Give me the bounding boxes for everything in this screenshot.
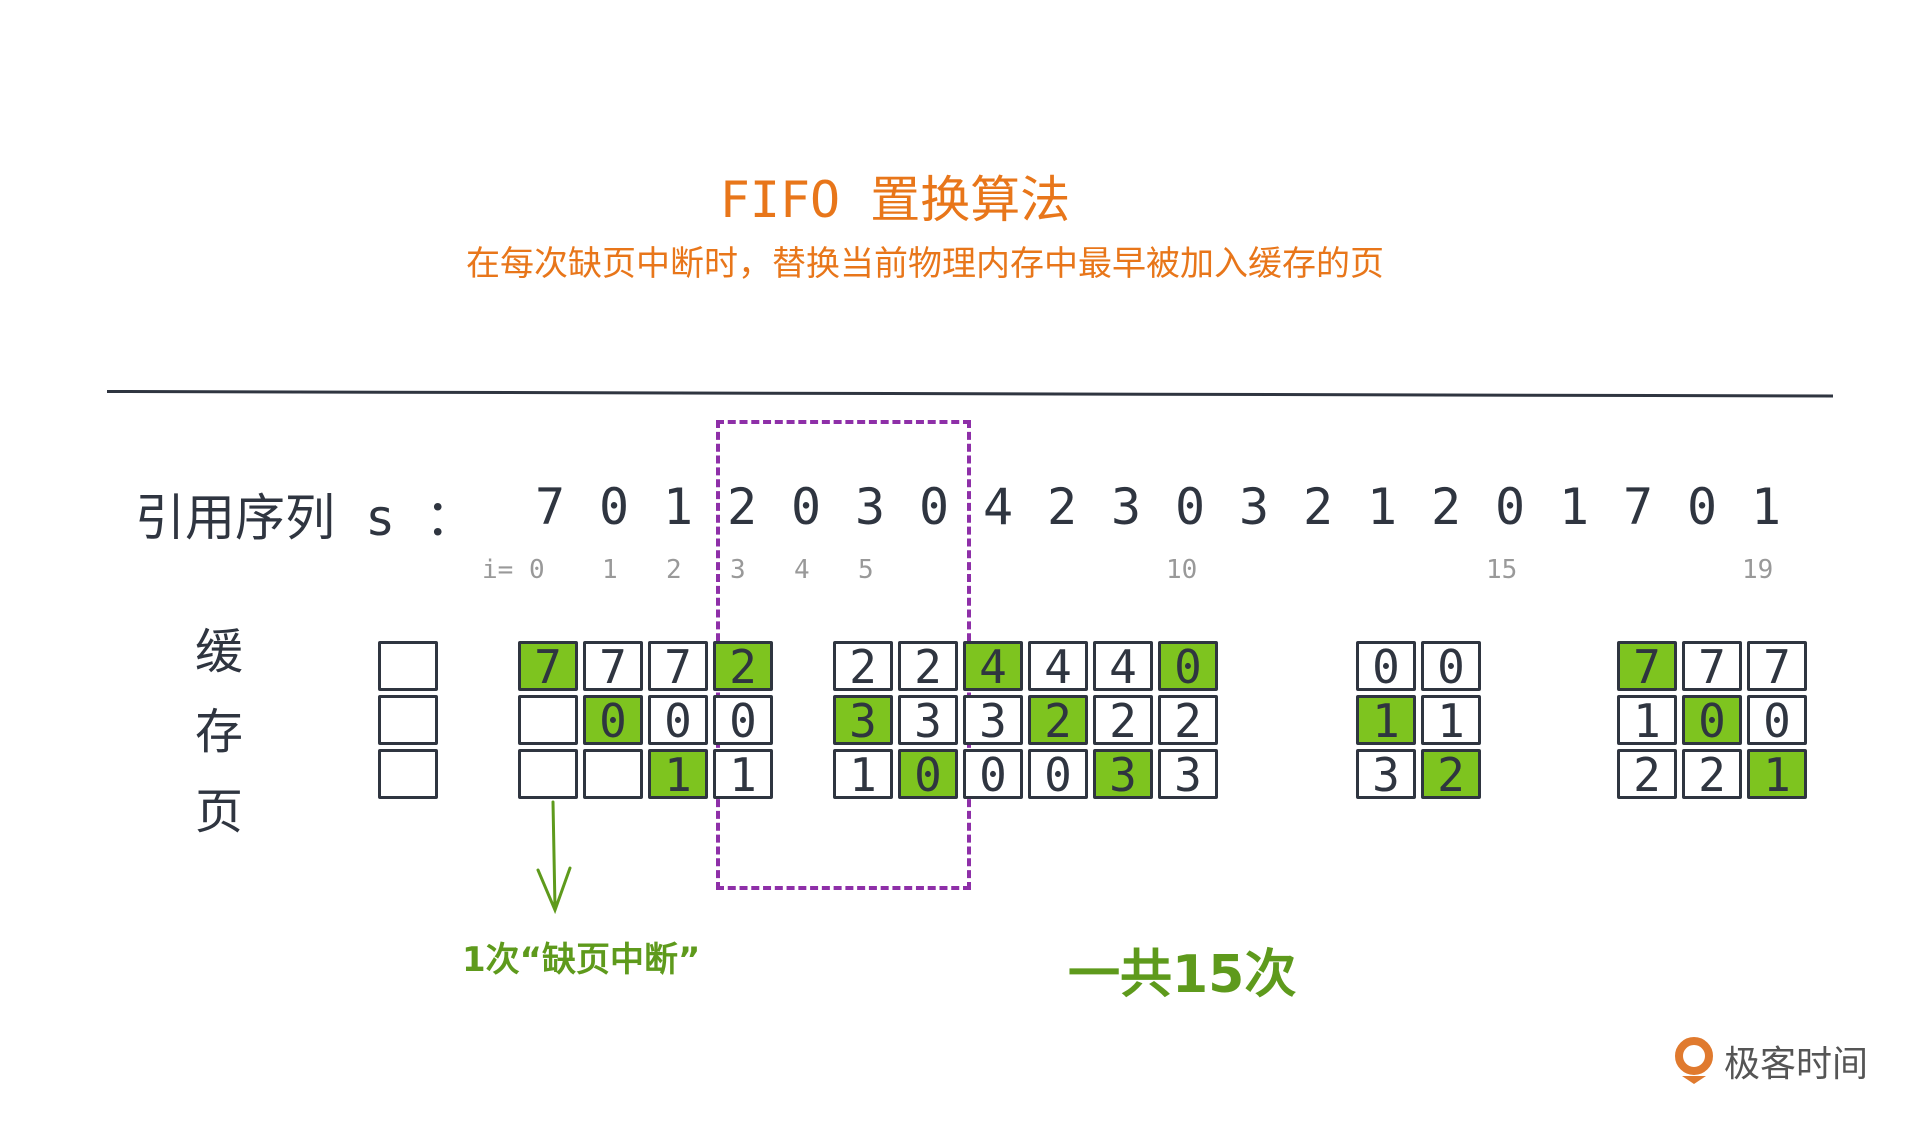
- cache-cell-new: 4: [963, 641, 1023, 691]
- total-faults-note: 一共15次: [1068, 945, 1297, 1005]
- cache-cell: 0: [1356, 641, 1416, 691]
- cache-cell: 2: [1093, 695, 1153, 745]
- cache-cell: 1: [1421, 695, 1481, 745]
- cache-cell: 3: [898, 695, 958, 745]
- index-label: 19: [1742, 555, 1774, 585]
- cache-cell: 7: [1747, 641, 1807, 691]
- cache-cell: [378, 641, 438, 691]
- cache-cell: 2: [898, 641, 958, 691]
- sequence-item: 0: [598, 478, 630, 536]
- sequence-item: 2: [1430, 478, 1462, 536]
- cache-cell-new: 1: [648, 749, 708, 799]
- cache-cell-new: 2: [713, 641, 773, 691]
- sequence-item: 2: [726, 478, 758, 536]
- sequence-item: 7: [1622, 478, 1654, 536]
- cache-cell-new: 0: [1682, 695, 1742, 745]
- cache-cell-new: 3: [1093, 749, 1153, 799]
- cache-cell: [518, 749, 578, 799]
- cache-cell-new: 2: [1028, 695, 1088, 745]
- cache-cell: 2: [1158, 695, 1218, 745]
- cache-cell-new: 1: [1747, 749, 1807, 799]
- sequence-item: 3: [1110, 478, 1142, 536]
- cache-cell: 0: [963, 749, 1023, 799]
- diagram-subtitle: 在每次缺页中断时，替换当前物理内存中最早被加入缓存的页: [466, 244, 1384, 284]
- cache-cell: 3: [1158, 749, 1218, 799]
- sequence-item: 1: [1366, 478, 1398, 536]
- cache-cell: 7: [583, 641, 643, 691]
- index-label: 10: [1166, 555, 1198, 585]
- cache-cell: [378, 749, 438, 799]
- sequence-item: 4: [982, 478, 1014, 536]
- index-label: 5: [858, 555, 874, 585]
- cache-cell: 4: [1028, 641, 1088, 691]
- logo: 极客时间: [1672, 1035, 1868, 1087]
- diagram-title: FIFO 置换算法: [719, 171, 1071, 229]
- cache-cell: 3: [1356, 749, 1416, 799]
- cache-cell-new: 7: [518, 641, 578, 691]
- cache-cell: 7: [648, 641, 708, 691]
- cache-cell: [518, 695, 578, 745]
- sequence-item: 1: [662, 478, 694, 536]
- cache-cell: 1: [1617, 695, 1677, 745]
- sequence-item: 0: [1494, 478, 1526, 536]
- cache-cell-new: 1: [1356, 695, 1416, 745]
- index-label: 3: [730, 555, 746, 585]
- index-label: 1: [602, 555, 618, 585]
- cache-cell: 3: [963, 695, 1023, 745]
- geektime-logo-icon: [1675, 1037, 1713, 1084]
- cache-cell: 1: [713, 749, 773, 799]
- cache-cell-new: 3: [833, 695, 893, 745]
- cache-cell-new: 0: [583, 695, 643, 745]
- cache-cell: 7: [1682, 641, 1742, 691]
- sequence-item: 0: [1686, 478, 1718, 536]
- sequence-item: 0: [918, 478, 950, 536]
- cache-cell: 2: [1682, 749, 1742, 799]
- sequence-item: 3: [1238, 478, 1270, 536]
- cache-cell: 0: [1028, 749, 1088, 799]
- cache-cell: 2: [833, 641, 893, 691]
- divider-line: [106, 390, 1833, 398]
- sequence-item: 2: [1046, 478, 1078, 536]
- cache-cell: 0: [713, 695, 773, 745]
- cache-label-char: 缓: [195, 624, 244, 680]
- cache-cell: 1: [833, 749, 893, 799]
- cache-cell-new: 0: [1158, 641, 1218, 691]
- cache-label-char: 页: [195, 784, 244, 840]
- sequence-item: 1: [1750, 478, 1782, 536]
- index-label: 4: [794, 555, 810, 585]
- page-fault-note: 1次“缺页中断”: [462, 940, 701, 980]
- cache-cell: 4: [1093, 641, 1153, 691]
- cache-cell: [583, 749, 643, 799]
- index-label: i= 0: [482, 555, 545, 585]
- cache-label-char: 存: [195, 704, 244, 760]
- sequence-item: 7: [534, 478, 566, 536]
- cache-cell-new: 0: [898, 749, 958, 799]
- cache-cell-new: 2: [1421, 749, 1481, 799]
- sequence-label: 引用序列 s ：: [135, 489, 476, 547]
- cache-cell: 0: [1747, 695, 1807, 745]
- cache-cell: 0: [648, 695, 708, 745]
- sequence-item: 2: [1302, 478, 1334, 536]
- sequence-item: 0: [790, 478, 822, 536]
- cache-cell: 2: [1617, 749, 1677, 799]
- index-label: 2: [666, 555, 682, 585]
- logo-text: 极客时间: [1724, 1044, 1869, 1085]
- sequence-item: 1: [1558, 478, 1590, 536]
- cache-cell-new: 7: [1617, 641, 1677, 691]
- sequence-item: 0: [1174, 478, 1206, 536]
- cache-cell: [378, 695, 438, 745]
- sequence-item: 3: [854, 478, 886, 536]
- index-label: 15: [1486, 555, 1518, 585]
- down-arrow-icon: [536, 800, 572, 915]
- cache-cell: 0: [1421, 641, 1481, 691]
